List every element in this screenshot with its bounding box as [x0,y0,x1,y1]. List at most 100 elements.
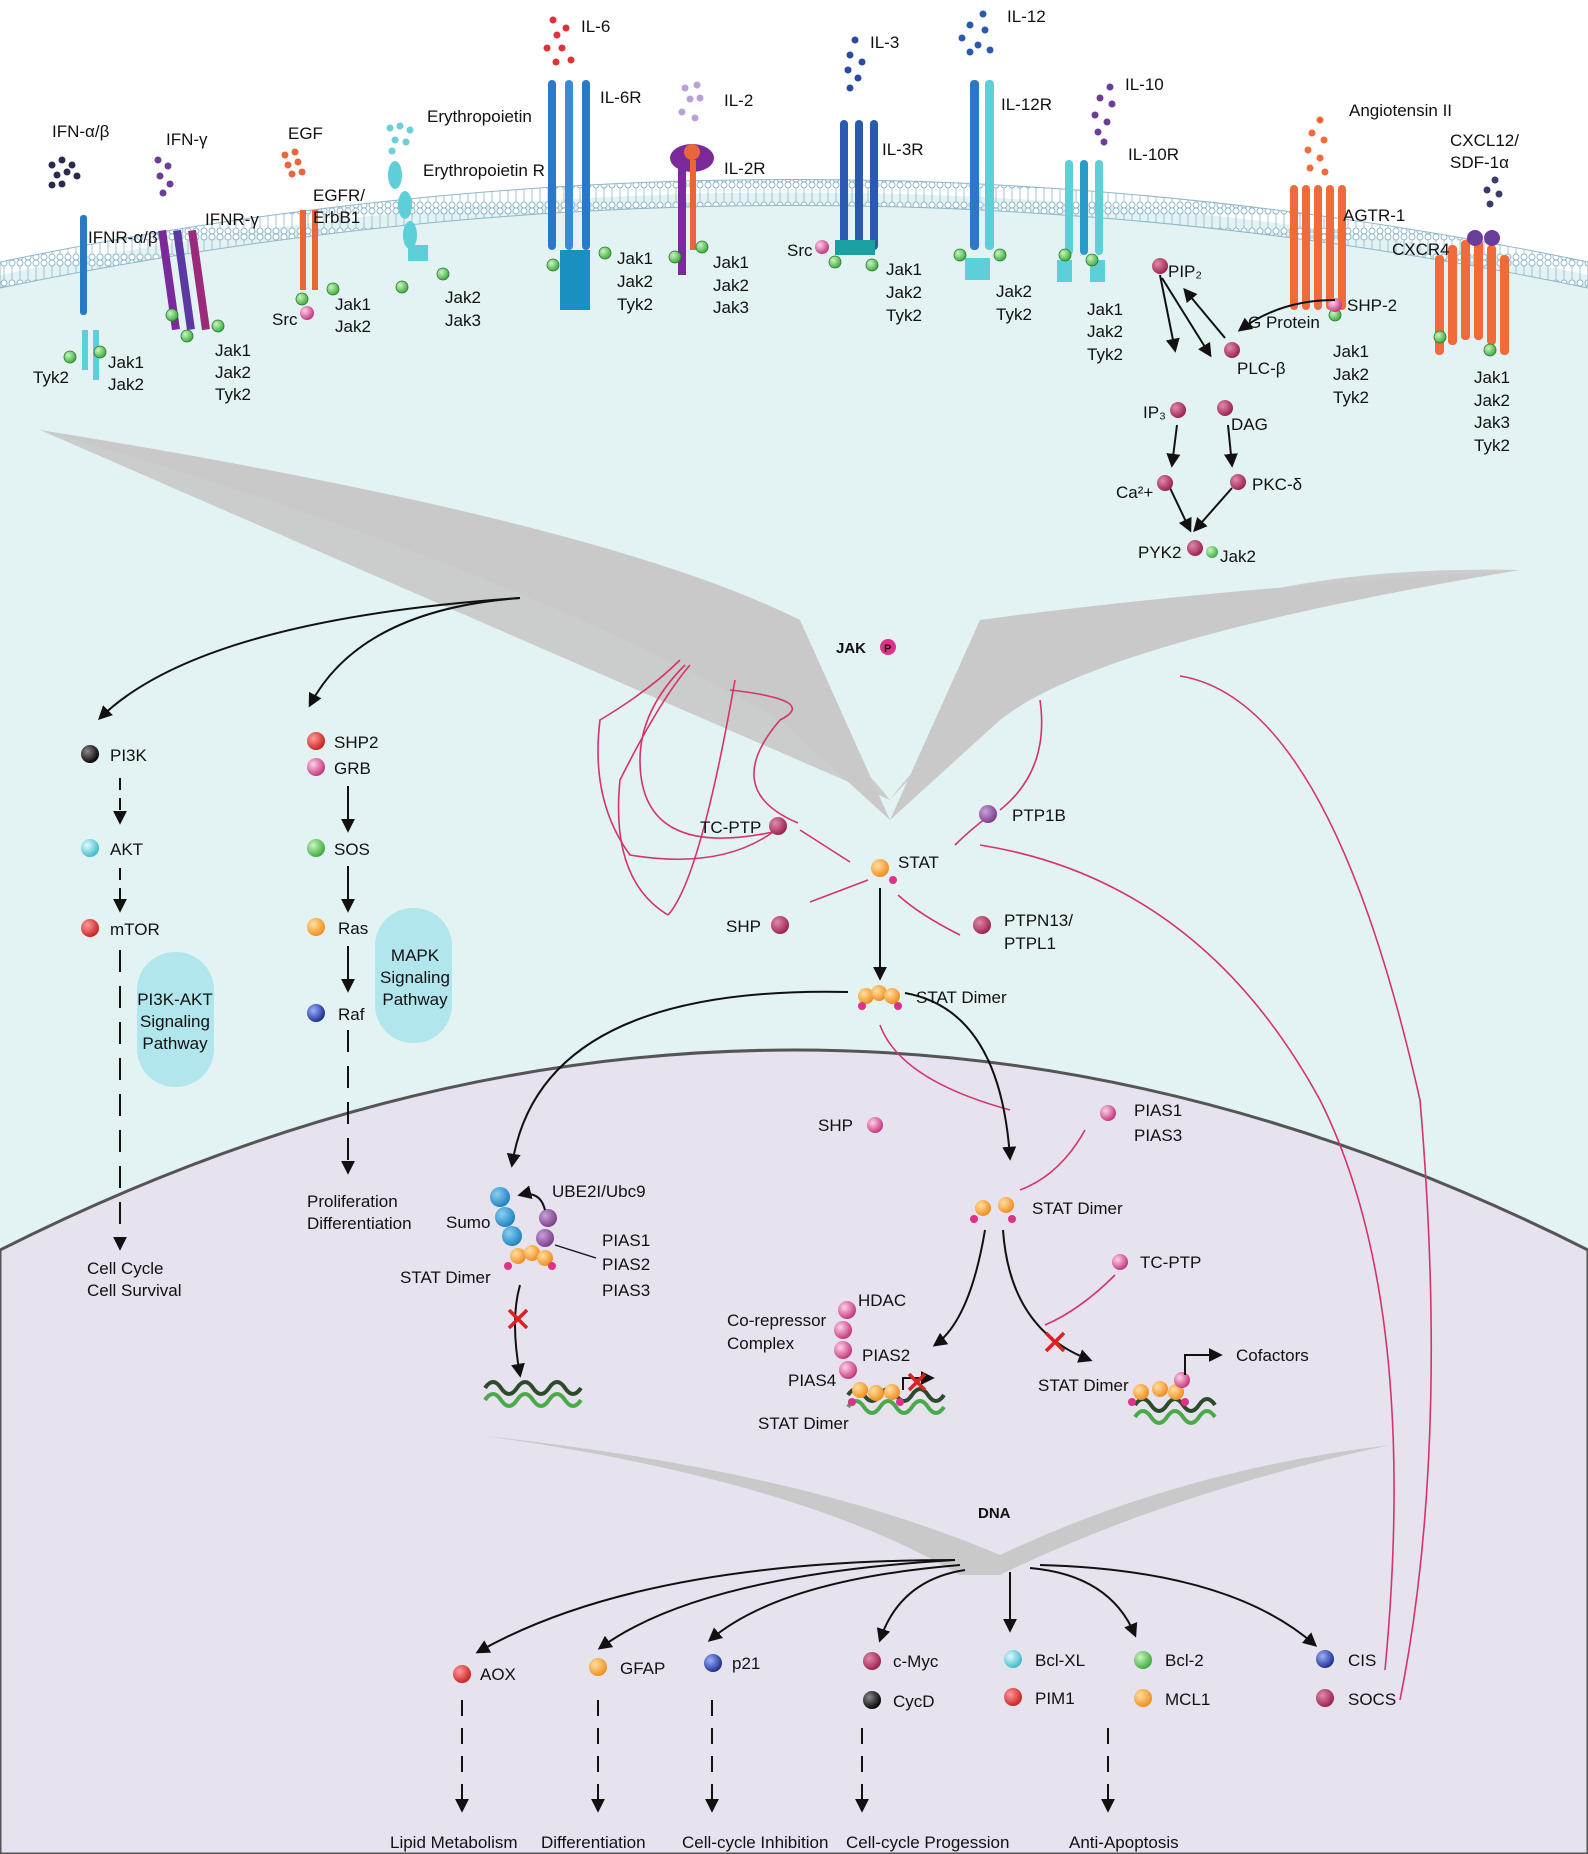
label-corepressor-1: Co-repressor [727,1311,827,1330]
target-aox-dot [453,1665,471,1683]
label-ptpn13: PTPN13/ [1004,911,1073,930]
kinase-il12r-1: Jak2 [996,282,1032,301]
inh-to-jak-left2 [667,679,736,916]
label-raf: Raf [338,1005,365,1024]
sos-dot [307,839,325,857]
arrow-to-sumo [506,990,849,1168]
ligand-label-epo: Erythropoietin [427,107,532,126]
ligand-label-il2: IL-2 [724,91,753,110]
il3r-receptor [835,120,878,255]
mtor-dot [81,919,99,937]
inh-to-jak-left1 [639,664,774,839]
receptor-label-epor: Erythropoietin R [423,161,545,180]
agtr1-receptor [1290,185,1346,310]
dna-helix-1 [483,1380,583,1408]
label-shp2: SHP2 [334,733,378,752]
label-sumo: Sumo [446,1213,490,1232]
target-cmyc-dot [863,1652,881,1670]
src-dot-il3 [815,240,829,254]
kinase-agtr-shp2: SHP-2 [1347,296,1397,315]
kinase-il2r-3: Jak3 [713,298,749,317]
kinase-ifnr-g-1: Jak1 [215,341,251,360]
label-hdac: HDAC [858,1291,906,1310]
target-cis-label: CIS [1348,1651,1376,1670]
il12r-receptor [965,80,994,280]
outcome-cell-cycle-inhibition: Cell-cycle Inhibition [682,1833,828,1852]
kinase-epor-1: Jak2 [445,288,481,307]
jak-phospho-label: P [884,643,891,655]
tcptp-dot [769,817,787,835]
ptpn13-dot [973,916,991,934]
receptor-label-il6r: IL-6R [600,88,642,107]
target-aox-label: AOX [480,1665,516,1684]
outcome-anti-apoptosis: Anti-Apoptosis [1069,1833,1179,1852]
kinase-agtr-3: Tyk2 [1333,388,1369,407]
cell-membrane [0,179,1588,289]
il10r-receptor [1057,160,1105,282]
kinase-il3r-2: Jak2 [886,283,922,302]
receptor-label-ifnr-ab: IFNR-α/β [88,228,158,247]
arrow-to-shp2 [308,597,521,708]
kinase-il12r-2: Tyk2 [996,305,1032,324]
receptor-label-egfr-2: ErbB1 [313,208,360,227]
kinase-il3r-1: Jak1 [886,260,922,279]
label-gprotein: G Protein [1248,313,1320,332]
sumo-complex [490,1187,557,1270]
ifnr-g-receptor [158,229,210,331]
target-pim1-label: PIM1 [1035,1689,1075,1708]
target-arrows [475,1559,1318,1654]
cxcr4-receptor [1435,230,1509,355]
pip2-dot [1152,258,1168,274]
outcome-proliferation: Proliferation [307,1192,398,1211]
dna-label: DNA [978,1505,1011,1522]
ca-dot [1157,475,1173,491]
shp-dot [771,916,789,934]
target-socs-label: SOCS [1348,1690,1396,1709]
outcome-differentiation-nuc: Differentiation [541,1833,646,1852]
target-p21-label: p21 [732,1654,760,1673]
receptor-label-ifnr-g: IFNR-γ [205,210,259,229]
grb-dot [307,758,325,776]
target-cycd-dot [863,1691,881,1709]
egfr-receptor [300,210,318,290]
kinase-il3r-3: Tyk2 [886,306,922,325]
arrow-sumo-dna [511,1284,525,1378]
plcb-dot [1224,342,1240,358]
receptor-label-egfr-1: EGFR/ [313,186,365,205]
label-pip2: PIP₂ [1168,262,1202,281]
arrow-dimer-cofactors [1002,1229,1093,1363]
jak-label: JAK [836,640,866,657]
kinase-cxcr4-3: Jak3 [1474,413,1510,432]
label-pias-list-3: PIAS3 [602,1281,650,1300]
kinase-ifnr-ab-tyk2: Tyk2 [33,368,69,387]
nucleus [0,1048,1588,1854]
pi3k-akt-pathway-box [137,952,214,1087]
stat-p-dot [889,876,897,884]
label-ptpl1: PTPL1 [1004,934,1056,953]
outcome-arrows [455,1700,1115,1813]
kinase-cxcr4-2: Jak2 [1474,391,1510,410]
active-dimer [1128,1372,1190,1406]
il2r-receptor [670,144,714,275]
target-p21-dot [704,1654,722,1672]
outcome-differentiation: Differentiation [307,1214,412,1233]
label-mtor: mTOR [110,920,160,939]
pi3k-pathway-line-2: Signaling [140,1012,210,1031]
arrow-to-nuc-dimer [904,992,1017,1161]
kinase-agtr-1: Jak1 [1333,342,1369,361]
nuc-shp-dot [867,1117,883,1133]
label-pias-list-2: PIAS2 [602,1255,650,1274]
target-socs-dot [1316,1689,1334,1707]
ligand-label-ang: Angiotensin II [1349,101,1452,120]
epo-receptor [388,161,428,261]
kinase-cxcr4-4: Tyk2 [1474,436,1510,455]
target-mcl1-label: MCL1 [1165,1690,1210,1709]
label-stat-dimer-active: STAT Dimer [1038,1376,1129,1395]
ligand-dots [48,10,1503,208]
pi3k-dot [81,745,99,763]
ligand-label-il6: IL-6 [581,17,610,36]
target-cmyc-label: c-Myc [893,1652,939,1671]
target-mcl1-dot [1134,1689,1152,1707]
stat-dimer-cyto [858,985,902,1010]
jak-phospho-dot [880,639,896,655]
